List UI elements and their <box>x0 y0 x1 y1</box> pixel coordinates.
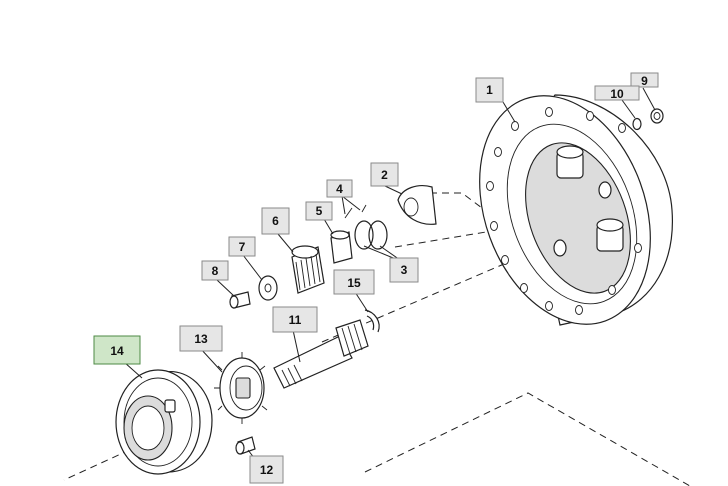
callout-6-label: 6 <box>272 214 279 228</box>
part-pins[interactable] <box>344 204 367 219</box>
callout-7[interactable]: 7 <box>228 236 256 257</box>
callout-7-label: 7 <box>239 240 246 254</box>
callout-6[interactable]: 6 <box>261 207 290 235</box>
callout-2-label: 2 <box>381 168 388 182</box>
callout-3[interactable]: 3 <box>389 257 419 283</box>
sun-gear-teeth <box>214 352 268 424</box>
callout-3-label: 3 <box>401 263 408 277</box>
callout-14[interactable]: 14 <box>93 335 141 365</box>
part-plug[interactable] <box>650 108 664 124</box>
callout-12[interactable]: 12 <box>249 455 284 484</box>
callout-11[interactable]: 11 <box>272 306 318 333</box>
shaft-splines <box>281 323 363 387</box>
part-input-shaft[interactable] <box>273 319 369 389</box>
callout-8[interactable]: 8 <box>201 260 229 281</box>
part-thrust-washer[interactable] <box>397 185 437 225</box>
part-cap-screw[interactable] <box>229 291 251 309</box>
callout-1[interactable]: 1 <box>475 77 504 103</box>
callout-14-label: 14 <box>110 344 124 358</box>
callouts: 1 2 3 4 5 6 7 8 <box>93 72 659 484</box>
callout-9[interactable]: 9 <box>630 72 659 88</box>
part-planet-gear[interactable] <box>291 245 325 294</box>
part-housing[interactable] <box>449 72 680 348</box>
callout-10-label: 10 <box>610 87 624 101</box>
part-sun-gear[interactable] <box>214 352 268 424</box>
callout-5[interactable]: 5 <box>305 201 333 221</box>
callout-12-label: 12 <box>260 463 274 477</box>
part-snap-rings[interactable] <box>354 220 388 250</box>
callout-10[interactable]: 10 <box>594 85 640 101</box>
callout-15[interactable]: 15 <box>333 269 375 295</box>
callout-2[interactable]: 2 <box>370 162 399 187</box>
callout-4-label: 4 <box>336 182 343 196</box>
callout-1-label: 1 <box>486 83 493 97</box>
part-o-ring-small[interactable] <box>632 117 642 131</box>
callout-15-label: 15 <box>347 276 361 290</box>
housing-pins <box>553 145 624 257</box>
callout-4[interactable]: 4 <box>326 179 353 198</box>
callout-11-label: 11 <box>289 313 302 327</box>
part-washer[interactable] <box>258 275 278 301</box>
callout-8-label: 8 <box>212 264 219 278</box>
callout-9-label: 9 <box>641 74 648 88</box>
flange-bolt-holes <box>486 107 642 315</box>
gear-teeth <box>295 253 321 291</box>
callout-13[interactable]: 13 <box>179 325 223 352</box>
callout-13-label: 13 <box>194 332 208 346</box>
callout-5-label: 5 <box>316 204 323 218</box>
leader-lines <box>123 87 656 464</box>
part-bushing[interactable] <box>330 230 353 264</box>
part-retaining-ring[interactable] <box>364 309 380 333</box>
part-carrier-hub[interactable] <box>115 369 213 475</box>
part-bolt[interactable] <box>235 436 256 455</box>
